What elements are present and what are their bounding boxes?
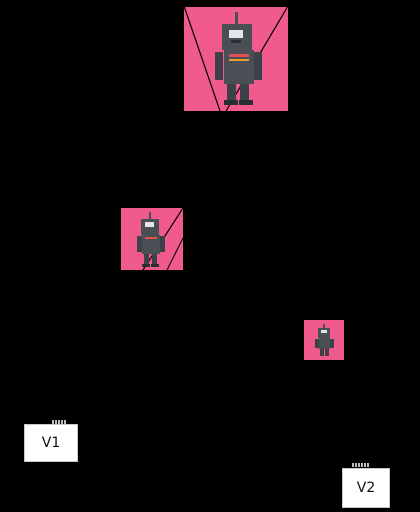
robot-view-large (184, 6, 288, 111)
robot-icon (304, 320, 344, 360)
view-label-v2[interactable]: V2 (342, 468, 390, 508)
robot-icon (184, 6, 288, 111)
view-label-v1-text: V1 (41, 435, 61, 451)
robot-view-medium (121, 208, 183, 270)
robot-icon (121, 208, 183, 270)
robot-view-small (304, 320, 344, 360)
v1-tick-marks (52, 420, 66, 424)
view-label-v2-text: V2 (356, 480, 376, 496)
view-label-v1[interactable]: V1 (24, 424, 78, 462)
v2-tick-marks (352, 463, 369, 467)
